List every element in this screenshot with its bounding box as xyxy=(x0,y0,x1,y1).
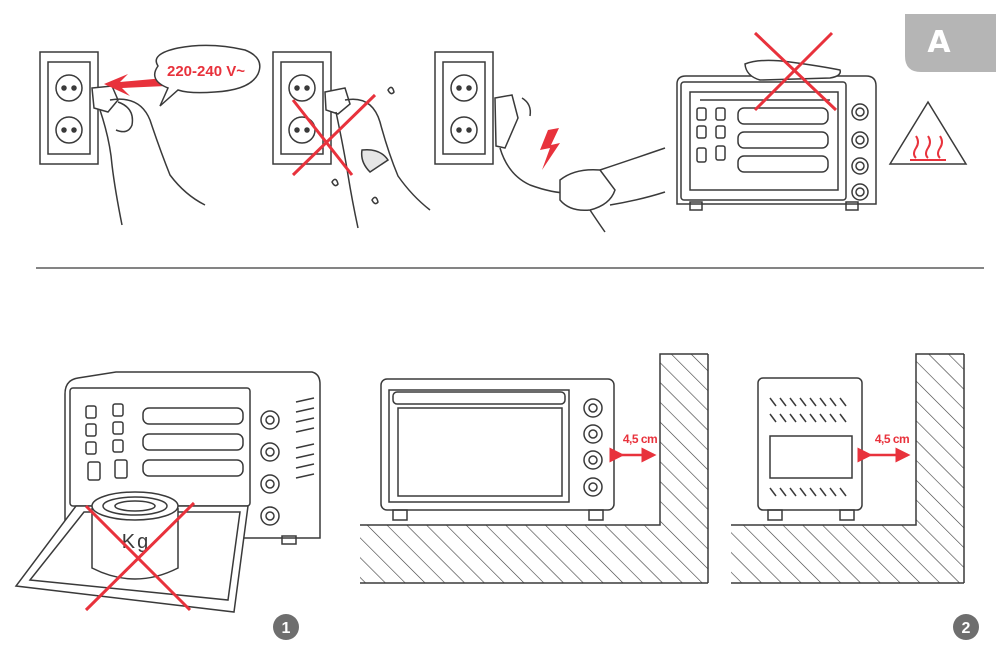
panel-pull-cord xyxy=(434,51,666,233)
counter-and-wall xyxy=(360,353,709,584)
clearance-label-front: 4,5 cm xyxy=(623,432,657,446)
clearance-label-side: 4,5 cm xyxy=(875,432,909,446)
toaster-oven-side xyxy=(757,377,863,521)
section-tab-label: A xyxy=(927,25,951,60)
panel-front-clearance xyxy=(360,353,709,584)
prohibited-cross-icon xyxy=(84,501,196,612)
wall-socket xyxy=(434,51,494,165)
prohibited-cross-icon xyxy=(753,31,838,112)
prohibited-cross-icon xyxy=(291,93,377,177)
electric-shock-icon xyxy=(540,128,560,170)
voltage-label: 220-240 V~ xyxy=(167,63,245,80)
section-tab: A xyxy=(905,14,996,72)
toaster-oven-front xyxy=(380,378,615,521)
voltage-speech-bubble xyxy=(153,44,261,107)
panel-hot-surface xyxy=(676,59,877,211)
wall-socket xyxy=(39,51,99,165)
page-marker-1: 1 xyxy=(273,614,299,640)
hand-pulling-cord xyxy=(559,147,666,233)
toaster-oven-open xyxy=(14,371,321,613)
water-droplets xyxy=(331,86,395,205)
panel-side-clearance xyxy=(731,353,965,584)
hand-with-plug xyxy=(91,85,206,226)
hand-with-plug xyxy=(324,87,431,229)
page-marker-1-label: 1 xyxy=(282,620,291,637)
page-marker-2-label: 2 xyxy=(962,620,971,637)
voltage-arrow xyxy=(104,74,166,96)
weight-container xyxy=(91,491,179,580)
page-marker-2: 2 xyxy=(953,614,979,640)
hot-surface-warning-icon xyxy=(888,100,968,165)
panel-no-weight-on-door xyxy=(14,371,321,613)
panel-wet-hands xyxy=(272,51,431,229)
panel-plug-voltage xyxy=(39,44,261,226)
counter-and-wall xyxy=(731,353,965,584)
toaster-oven xyxy=(676,75,877,211)
